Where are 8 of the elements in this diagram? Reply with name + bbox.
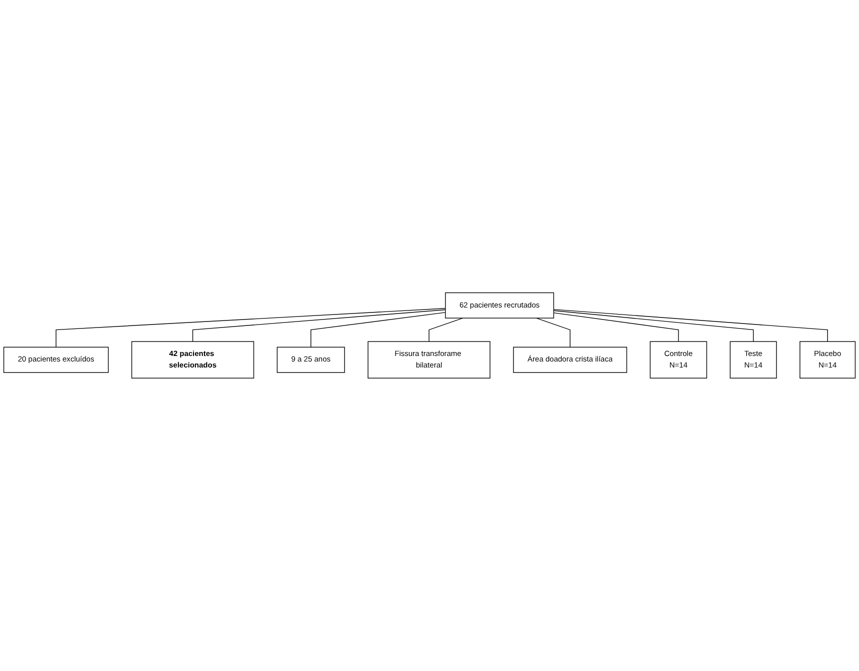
connector <box>553 310 754 342</box>
connector <box>310 312 446 348</box>
connector <box>553 312 679 342</box>
connector <box>428 318 464 342</box>
connector <box>192 309 446 342</box>
connector <box>536 318 570 348</box>
connector <box>56 308 446 348</box>
connector <box>553 309 828 342</box>
